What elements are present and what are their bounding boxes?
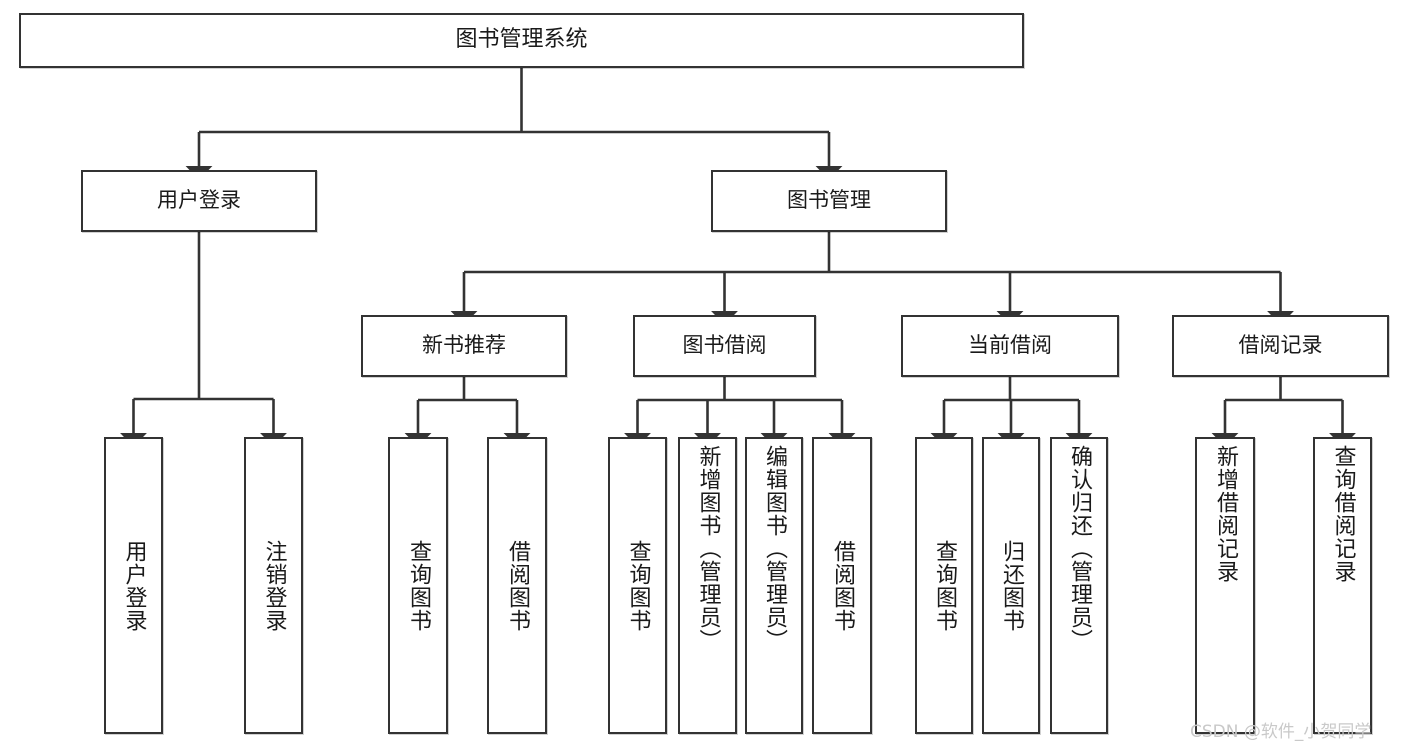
node-leaf-logout[interactable]: 注销登录 xyxy=(244,437,303,734)
node-leaf-query-book-new[interactable]: 查询图书 xyxy=(388,437,448,734)
node-new-book-recommend[interactable]: 新书推荐 xyxy=(361,315,567,377)
node-label-leaf-query-book-borrow: 查询图书 xyxy=(625,539,651,632)
node-book-management[interactable]: 图书管理 xyxy=(711,170,947,232)
node-label-leaf-borrow-book: 借阅图书 xyxy=(830,539,855,632)
node-label-leaf-add-borrow-record: 新增借阅记录 xyxy=(1213,445,1238,583)
node-leaf-edit-book-admin[interactable]: 编辑图书（管理员） xyxy=(745,437,803,734)
node-leaf-borrow-book[interactable]: 借阅图书 xyxy=(812,437,872,734)
node-root[interactable]: 图书管理系统 xyxy=(19,13,1024,68)
node-user-login[interactable]: 用户登录 xyxy=(81,170,317,232)
node-leaf-query-borrow-record[interactable]: 查询借阅记录 xyxy=(1313,437,1372,734)
node-current-borrow[interactable]: 当前借阅 xyxy=(901,315,1119,377)
node-leaf-query-book-current[interactable]: 查询图书 xyxy=(915,437,973,734)
node-label-root: 图书管理系统 xyxy=(455,27,588,53)
node-label-leaf-logout: 注销登录 xyxy=(261,539,287,632)
node-label-leaf-query-book-current: 查询图书 xyxy=(932,539,957,632)
node-label-book-borrow: 图书借阅 xyxy=(682,333,767,358)
node-label-new-book-recommend: 新书推荐 xyxy=(422,333,506,358)
node-label-leaf-query-book-new: 查询图书 xyxy=(406,539,431,632)
node-book-borrow[interactable]: 图书借阅 xyxy=(633,315,816,377)
node-leaf-add-borrow-record[interactable]: 新增借阅记录 xyxy=(1195,437,1255,734)
node-label-book-management: 图书管理 xyxy=(787,188,871,213)
watermark: CSDN @软件_小贺同学 xyxy=(1190,722,1372,742)
node-leaf-return-book[interactable]: 归还图书 xyxy=(982,437,1040,734)
node-leaf-query-book-borrow[interactable]: 查询图书 xyxy=(608,437,667,734)
node-label-leaf-user-login: 用户登录 xyxy=(121,539,147,632)
node-leaf-add-book-admin[interactable]: 新增图书（管理员） xyxy=(678,437,737,734)
node-leaf-user-login[interactable]: 用户登录 xyxy=(104,437,163,734)
edge-group xyxy=(119,68,1357,447)
node-label-current-borrow: 当前借阅 xyxy=(968,333,1052,358)
node-label-leaf-add-book-admin: 新增图书（管理员） xyxy=(695,445,721,652)
node-label-borrow-record: 借阅记录 xyxy=(1238,333,1323,358)
node-leaf-confirm-return-admin[interactable]: 确认归还（管理员） xyxy=(1050,437,1108,734)
node-label-user-login: 用户登录 xyxy=(157,188,241,213)
node-label-leaf-edit-book-admin: 编辑图书（管理员） xyxy=(762,445,787,652)
node-borrow-record[interactable]: 借阅记录 xyxy=(1172,315,1389,377)
node-label-leaf-confirm-return-admin: 确认归还（管理员） xyxy=(1067,445,1092,652)
node-label-leaf-return-book: 归还图书 xyxy=(999,539,1024,632)
node-leaf-borrow-book-new[interactable]: 借阅图书 xyxy=(487,437,547,734)
node-label-leaf-borrow-book-new: 借阅图书 xyxy=(505,539,530,632)
node-label-leaf-query-borrow-record: 查询借阅记录 xyxy=(1330,445,1356,583)
